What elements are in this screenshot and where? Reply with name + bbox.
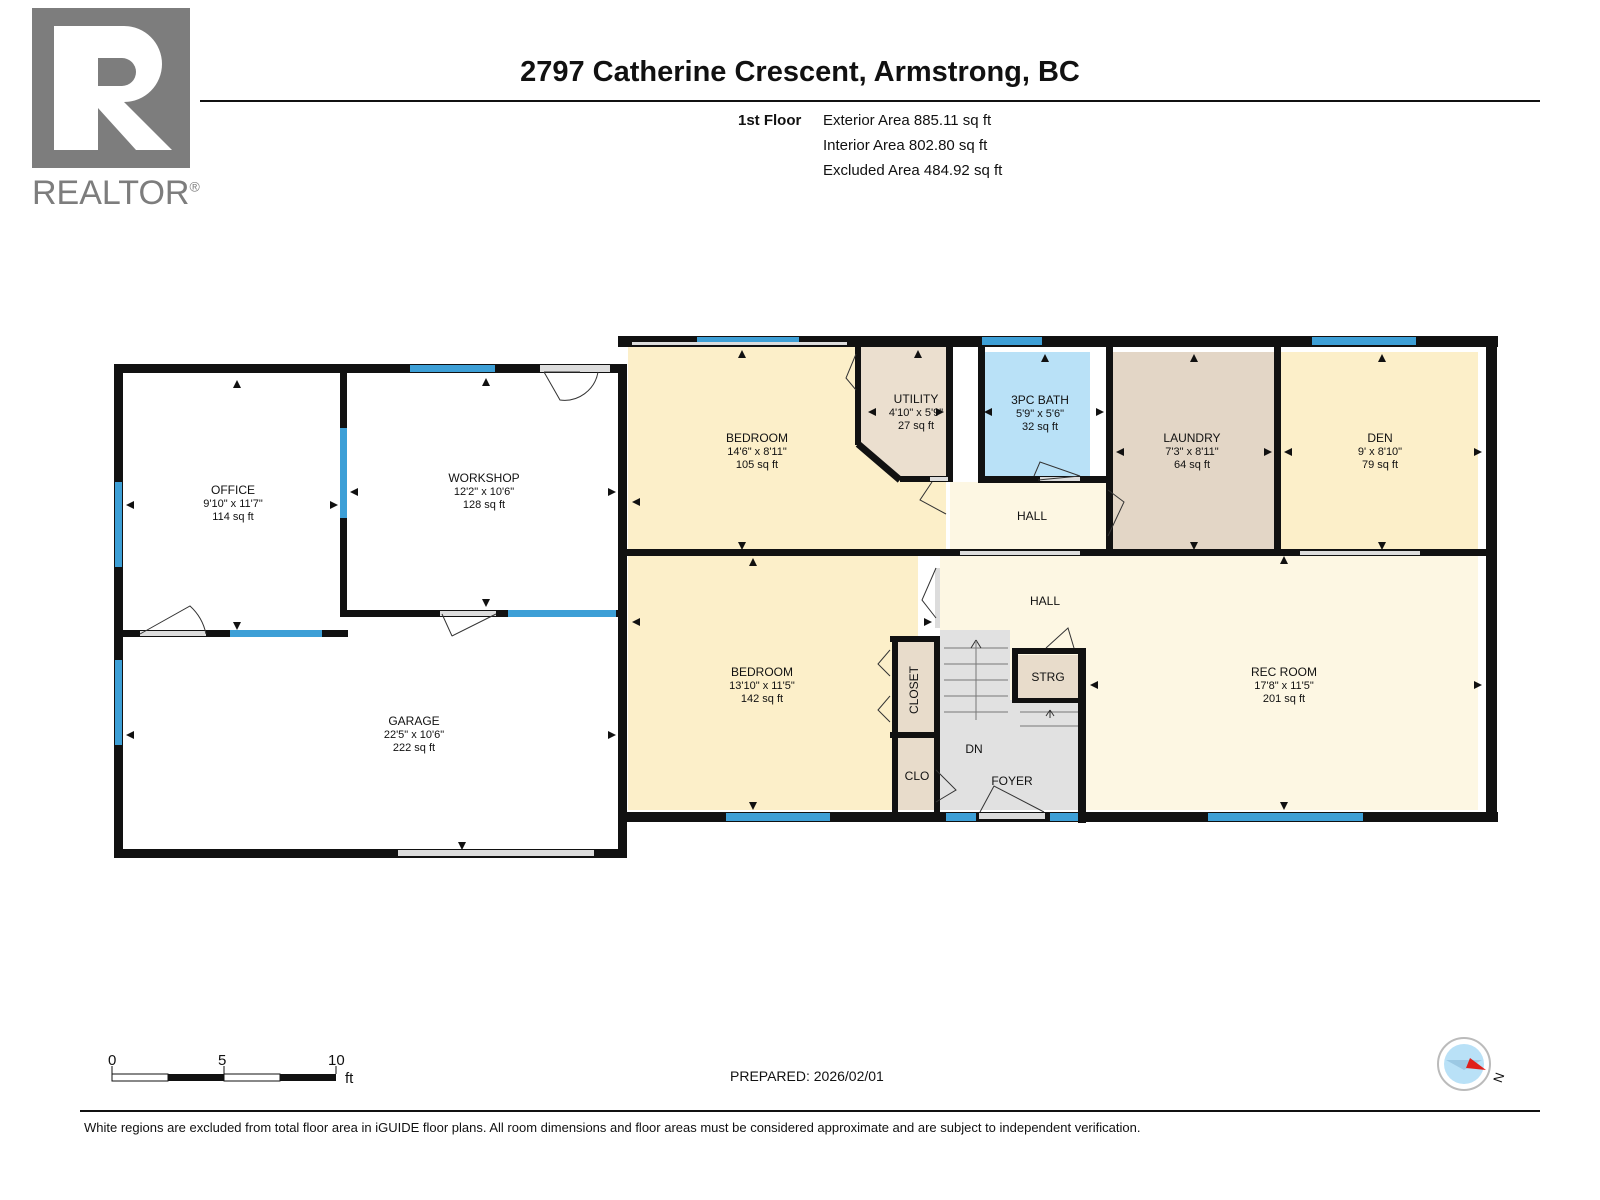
room-laundry: LAUNDRY 7'3" x 8'11" 64 sq ft (1163, 431, 1220, 471)
room-bedroom-2: BEDROOM 13'10" x 11'5" 142 sq ft (729, 665, 795, 705)
recroom-dims: 17'8" x 11'5" (1254, 680, 1314, 692)
compass-icon (1437, 1037, 1491, 1091)
compass: N (1436, 1036, 1516, 1111)
bedroom-2-dims: 13'10" x 11'5" (729, 680, 795, 692)
bath-area: 32 sq ft (1022, 421, 1058, 433)
footer-rule (80, 1110, 1540, 1112)
room-bath: 3PC BATH 5'9" x 5'6" 32 sq ft (1011, 393, 1069, 433)
room-garage: GARAGE 22'5" x 10'6" 222 sq ft (384, 714, 444, 754)
bedroom-2-fill (628, 556, 918, 810)
scale-bar (111, 1066, 337, 1082)
workshop-area: 128 sq ft (463, 499, 505, 511)
laundry-area: 64 sq ft (1174, 459, 1210, 471)
scale-label-5: 5 (218, 1052, 227, 1069)
utility-area: 27 sq ft (898, 420, 934, 432)
strg-fill (1018, 655, 1080, 699)
laundry-fill (1112, 352, 1274, 550)
stairs-down-label: DN (965, 742, 982, 756)
scale-label-10: 10 (328, 1052, 345, 1069)
dimension-arrows (126, 350, 1482, 850)
realtor-logo: REALTOR® (32, 8, 202, 212)
utility-dims: 4'10" x 5'9" (889, 407, 943, 419)
realtor-logo-mark (32, 8, 190, 168)
den-fill (1280, 352, 1478, 550)
header-rule (200, 100, 1540, 102)
bedroom-2-name: BEDROOM (731, 665, 793, 679)
openings (140, 342, 1420, 856)
excluded-area: Excluded Area 484.92 sq ft (823, 162, 1003, 179)
office-area: 114 sq ft (212, 511, 253, 523)
bedroom-1-name: BEDROOM (726, 431, 788, 445)
windows (115, 337, 1416, 821)
bedroom-2-area: 142 sq ft (741, 693, 783, 705)
stairs (944, 642, 1080, 727)
garage-area: 222 sq ft (393, 742, 435, 754)
utility-name: UTILITY (894, 392, 939, 406)
clo-label: CLO (905, 769, 930, 783)
room-workshop: WORKSHOP 12'2" x 10'6" 128 sq ft (448, 471, 519, 511)
bedroom-1-angled-wall (855, 441, 903, 483)
workshop-name: WORKSHOP (448, 471, 519, 485)
bedroom-1-dims: 14'6" x 8'11" (727, 446, 787, 458)
scale-label-0: 0 (108, 1052, 117, 1069)
bedroom-1-area: 105 sq ft (736, 459, 778, 471)
room-utility: UTILITY 4'10" x 5'9" 27 sq ft (889, 392, 943, 432)
laundry-name: LAUNDRY (1163, 431, 1220, 445)
hall-1-label: HALL (1017, 509, 1047, 523)
stairs-up-arrow-icon (970, 639, 1055, 718)
laundry-dims: 7'3" x 8'11" (1165, 446, 1218, 458)
interior-area: Interior Area 802.80 sq ft (823, 137, 988, 154)
disclaimer: White regions are excluded from total fl… (84, 1120, 1141, 1135)
garage-dims: 22'5" x 10'6" (384, 729, 444, 741)
bath-fill (980, 352, 1090, 476)
den-dims: 9' x 8'10" (1358, 446, 1402, 458)
office-name: OFFICE (211, 483, 255, 497)
hall-1-fill (950, 482, 1110, 550)
realtor-r-icon (32, 8, 190, 168)
den-name: DEN (1367, 431, 1392, 445)
strg-label: STRG (1031, 670, 1064, 684)
foyer-label: FOYER (991, 774, 1033, 788)
bedroom-1-notch-fill (860, 345, 946, 480)
door-swings (139, 353, 1125, 813)
den-area: 79 sq ft (1362, 459, 1398, 471)
exterior-area: Exterior Area 885.11 sq ft (823, 112, 992, 129)
closet-label: CLOSET (907, 665, 921, 714)
bath-dims: 5'9" x 5'6" (1016, 408, 1064, 420)
bath-name: 3PC BATH (1011, 393, 1069, 407)
garage-name: GARAGE (388, 714, 439, 728)
room-recroom: REC ROOM 17'8" x 11'5" 201 sq ft (1251, 665, 1317, 705)
room-bedroom-1: BEDROOM 14'6" x 8'11" 105 sq ft (726, 431, 788, 471)
workshop-dims: 12'2" x 10'6" (454, 486, 514, 498)
closet-fill (892, 640, 934, 732)
scale-unit: ft (345, 1070, 354, 1087)
room-den: DEN 9' x 8'10" 79 sq ft (1358, 431, 1402, 471)
floor-label: 1st Floor (738, 112, 802, 129)
realtor-logo-text: REALTOR® (32, 174, 200, 212)
recroom-name: REC ROOM (1251, 665, 1317, 679)
room-office: OFFICE 9'10" x 11'7" 114 sq ft (203, 483, 263, 523)
recroom-area: 201 sq ft (1263, 693, 1305, 705)
office-dims: 9'10" x 11'7" (203, 498, 263, 510)
hall-2-label: HALL (1030, 594, 1060, 608)
prepared-date: PREPARED: 2026/02/01 (730, 1068, 884, 1084)
room-fills (628, 345, 1478, 810)
clo-fill (898, 738, 934, 810)
page-title: 2797 Catherine Crescent, Armstrong, BC (520, 56, 1080, 88)
